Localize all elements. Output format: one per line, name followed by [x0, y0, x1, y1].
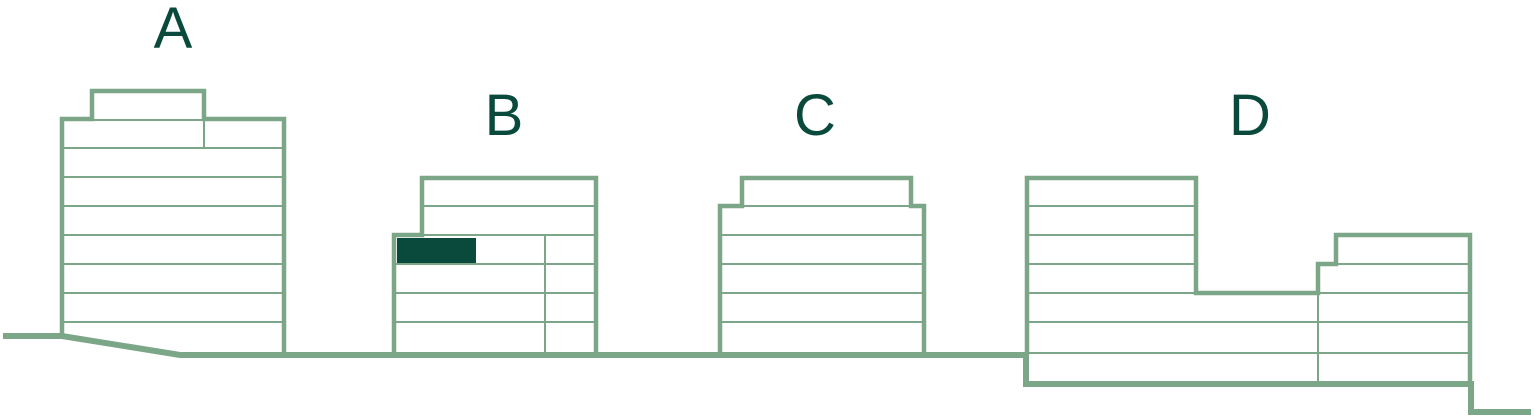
ground-line	[3, 333, 1531, 415]
building-c-outline	[717, 175, 927, 353]
building-d-floor-lines	[1027, 205, 1470, 384]
building-b-outline	[391, 175, 599, 353]
building-c-label: C	[794, 83, 836, 148]
building-b-highlighted-unit	[397, 238, 476, 263]
building-a-floor-lines	[62, 119, 284, 323]
building-a-outline	[59, 88, 287, 353]
building-b	[391, 175, 599, 353]
building-c	[717, 175, 927, 353]
building-c-floor-lines	[720, 205, 924, 323]
building-a	[59, 88, 287, 353]
building-d	[1024, 175, 1473, 384]
building-b-label: B	[484, 83, 524, 148]
building-d-label: D	[1229, 83, 1271, 148]
building-b-floor-lines	[394, 205, 596, 353]
building-d-outline	[1024, 175, 1473, 384]
building-a-label: A	[153, 0, 193, 61]
